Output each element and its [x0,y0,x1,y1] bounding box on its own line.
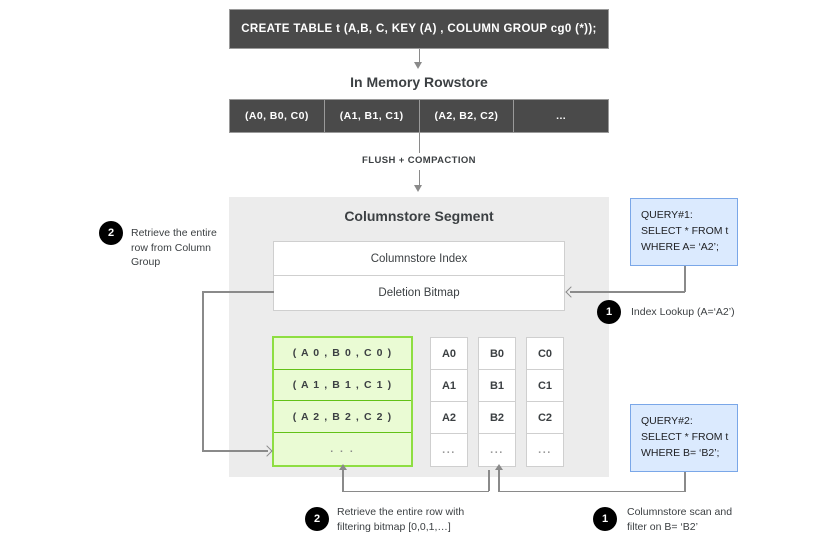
connector-ddl-to-rowstore [418,49,420,63]
column-c-cell: C2 [527,402,563,434]
query-1-line: SELECT * FROM t [641,225,729,237]
column-group-row: ( A 2 , B 2 , C 2 ) [274,401,411,434]
rowstore-cell: ... [556,110,567,122]
connector-query2-down [684,472,686,492]
column-c-cell: C1 [527,370,563,402]
column-a-stack: A0 A1 A2 ... [430,337,468,467]
column-b-cell: B0 [479,338,515,370]
column-b-cell: B1 [479,370,515,402]
query-1-line: QUERY#1: [641,209,693,221]
columnstore-index-row: Columnstore Index [274,242,564,276]
column-group-row: . . . [330,442,355,455]
rowstore-cell: (A0, B0, C0) [230,100,325,132]
connector-up-to-column-group [342,470,344,491]
connector-bitmap-down [202,291,204,451]
columnstore-index-stack: Columnstore Index Deletion Bitmap [273,241,565,311]
arrowhead-flush-to-segment [414,185,422,192]
query-1-line: WHERE A= ‘A2’; [641,241,719,253]
column-group-box: ( A 0 , B 0 , C 0 ) ( A 1 , B 1 , C 1 ) … [272,336,413,467]
rowstore-title: In Memory Rowstore [350,74,488,90]
connector-into-column-group [202,450,268,452]
connector-query2-up-to-column-b [498,470,500,491]
column-b-cell: B2 [479,402,515,434]
column-b-cell: ... [490,444,504,456]
arrowhead-query2-to-column-b [494,464,503,470]
deletion-bitmap-row: Deletion Bitmap [378,287,460,299]
connector-query2-left [498,490,685,492]
column-a-cell: A1 [431,370,467,402]
column-group-row: ( A 1 , B 1 , C 1 ) [274,370,411,402]
column-group-row: ( A 0 , B 0 , C 0 ) [274,338,411,370]
column-a-cell: ... [442,444,456,456]
arrowhead-ddl-to-rowstore [414,62,422,69]
flush-compaction-label: FLUSH + COMPACTION [362,155,476,166]
step-label-retrieve-row-bitmap: Retrieve the entire row with filtering b… [337,506,465,533]
column-c-cell: ... [538,444,552,456]
column-b-stack: B0 B1 B2 ... [478,337,516,467]
create-table-statement-text: CREATE TABLE t (A,B, C, KEY (A) , COLUMN… [241,23,597,35]
create-table-statement-box: CREATE TABLE t (A,B, C, KEY (A) , COLUMN… [229,9,609,49]
rowstore-cell: (A2, B2, C2) [420,100,515,132]
step-label-index-lookup: Index Lookup (A=‘A2’) [631,306,735,318]
connector-bitmap-left [202,291,274,293]
columnstore-segment-title: Columnstore Segment [344,208,494,224]
rowstore-cell: (A1, B1, C1) [325,100,420,132]
query-1-box: QUERY#1: SELECT * FROM t WHERE A= ‘A2’; [630,198,738,266]
connector-rowstore-to-flush [418,133,420,153]
arrowhead-bitmap-to-column-group [338,464,347,470]
column-a-cell: A2 [431,402,467,434]
query-2-line: WHERE B= ‘B2’; [641,447,720,459]
step-badge-query2-2: 2 [305,507,329,531]
step-badge-query1-2: 2 [99,221,123,245]
step-badge-query2-1: 1 [593,507,617,531]
step-label-columnstore-scan: Columnstore scan and filter on B= ‘B2’ [627,506,733,533]
connector-column-b-left [342,490,489,492]
connector-flush-to-segment [418,170,420,186]
connector-column-b-down [488,470,490,491]
connector-query1-to-index [570,291,685,293]
column-c-cell: C0 [527,338,563,370]
column-c-stack: C0 C1 C2 ... [526,337,564,467]
column-a-cell: A0 [431,338,467,370]
query-2-line: QUERY#2: [641,415,693,427]
query-2-line: SELECT * FROM t [641,431,729,443]
query-2-box: QUERY#2: SELECT * FROM t WHERE B= ‘B2’; [630,404,738,472]
step-label-retrieve-row-column-group: Retrieve the entire row from Column Grou… [131,227,217,268]
rowstore-row-container: (A0, B0, C0) (A1, B1, C1) (A2, B2, C2) .… [229,99,609,133]
step-badge-query1-1: 1 [597,300,621,324]
connector-query1-down [684,266,686,292]
